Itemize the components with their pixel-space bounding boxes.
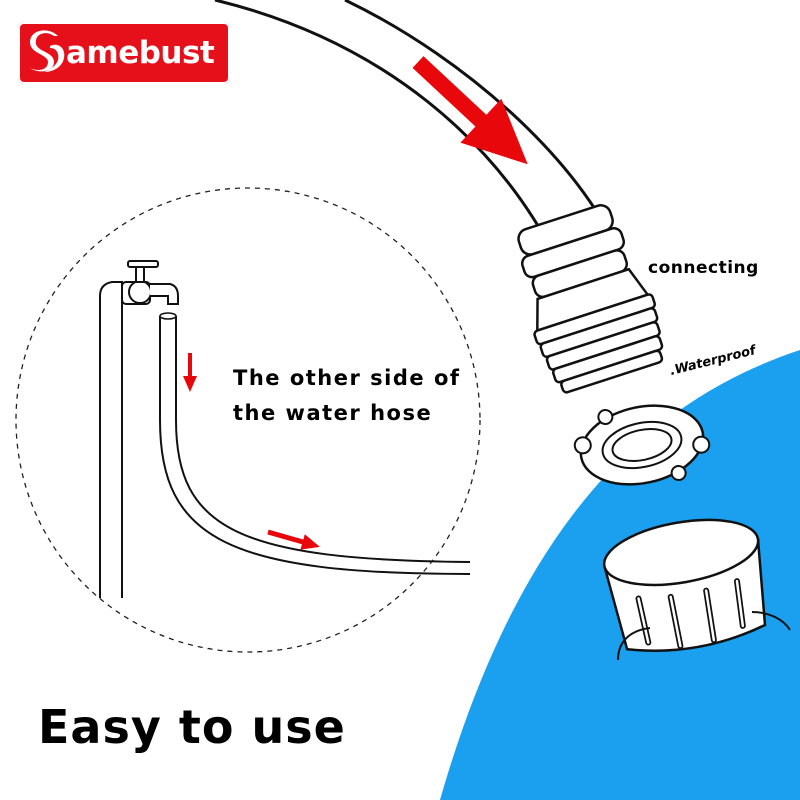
- cap-ground-line-left: [617, 627, 651, 661]
- small-red-arrow-down: [183, 353, 197, 392]
- washer: [573, 404, 711, 486]
- dashed-circle: [15, 187, 481, 653]
- faucet: [99, 260, 179, 598]
- quick-connector: [517, 204, 664, 394]
- connecting-label: connecting: [648, 258, 759, 278]
- swan-icon: [30, 30, 65, 72]
- thin-hose-inner: [175, 316, 471, 563]
- cap-ground-line-right: [751, 611, 791, 631]
- brand-logo: amebust: [18, 22, 230, 84]
- thin-hose-outer: [159, 316, 471, 575]
- hose-side-label-line2: the water hose: [233, 401, 433, 425]
- big-red-arrow: [412, 56, 528, 165]
- hose-side-label-line1: The other side of: [233, 366, 461, 390]
- brand-name: amebust: [66, 35, 215, 71]
- small-red-arrow-right: [267, 529, 320, 550]
- thin-hose-end: [159, 312, 177, 320]
- big-hose-outer: [214, 0, 564, 271]
- headline: Easy to use: [38, 700, 346, 754]
- threaded-cap: [602, 518, 767, 652]
